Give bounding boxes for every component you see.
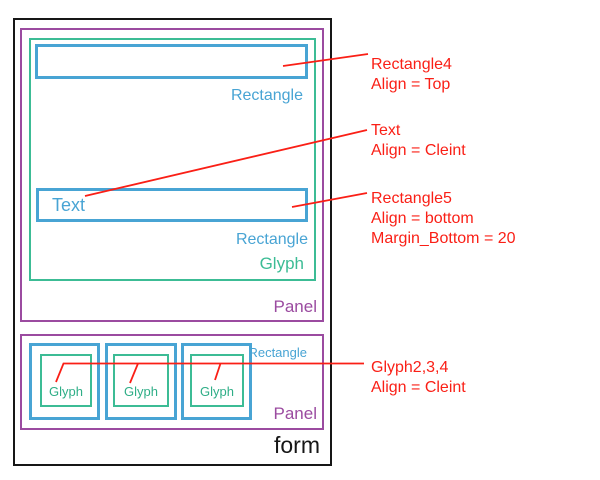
annotation-line: Rectangle5 [371, 190, 452, 207]
glyph3-caption: Glyph [124, 384, 158, 399]
annotation-text: Text Align = Cleint [371, 121, 466, 161]
glyph3-outline [113, 354, 169, 407]
annotation-line: Align = Cleint [371, 379, 466, 396]
rectangle4-outline [35, 44, 308, 79]
glyph4-outline [190, 354, 244, 407]
annotation-rectangle5: Rectangle5 Align = bottom Margin_Bottom … [371, 189, 516, 249]
rectangle4-caption: Rectangle [230, 87, 303, 104]
bottom-rectangle-caption: Rectangle [248, 345, 307, 360]
annotation-glyphs: Glyph2,3,4 Align = Cleint [371, 358, 466, 398]
glyph2-outline [40, 354, 92, 407]
annotation-line: Margin_Bottom = 20 [371, 230, 516, 247]
form-outline [13, 18, 332, 466]
form-caption: form [274, 432, 320, 458]
annotation-line: Text [371, 122, 401, 139]
annotation-line: Glyph2,3,4 [371, 359, 449, 376]
annotation-rectangle4: Rectangle4 Align = Top [371, 55, 452, 95]
annotation-line: Align = Cleint [371, 142, 466, 159]
bottom-panel-caption: Panel [273, 404, 317, 423]
glyph2-caption: Glyph [49, 384, 83, 399]
rectangle5-caption: Rectangle [235, 231, 308, 248]
annotation-line: Align = bottom [371, 210, 474, 227]
annotation-line: Rectangle4 [371, 56, 452, 73]
rectangle5-text: Text [52, 195, 86, 215]
top-glyph-caption: Glyph [259, 254, 304, 273]
glyph4-caption: Glyph [200, 384, 234, 399]
top-panel-caption: Panel [273, 297, 317, 316]
annotation-line: Align = Top [371, 76, 451, 93]
